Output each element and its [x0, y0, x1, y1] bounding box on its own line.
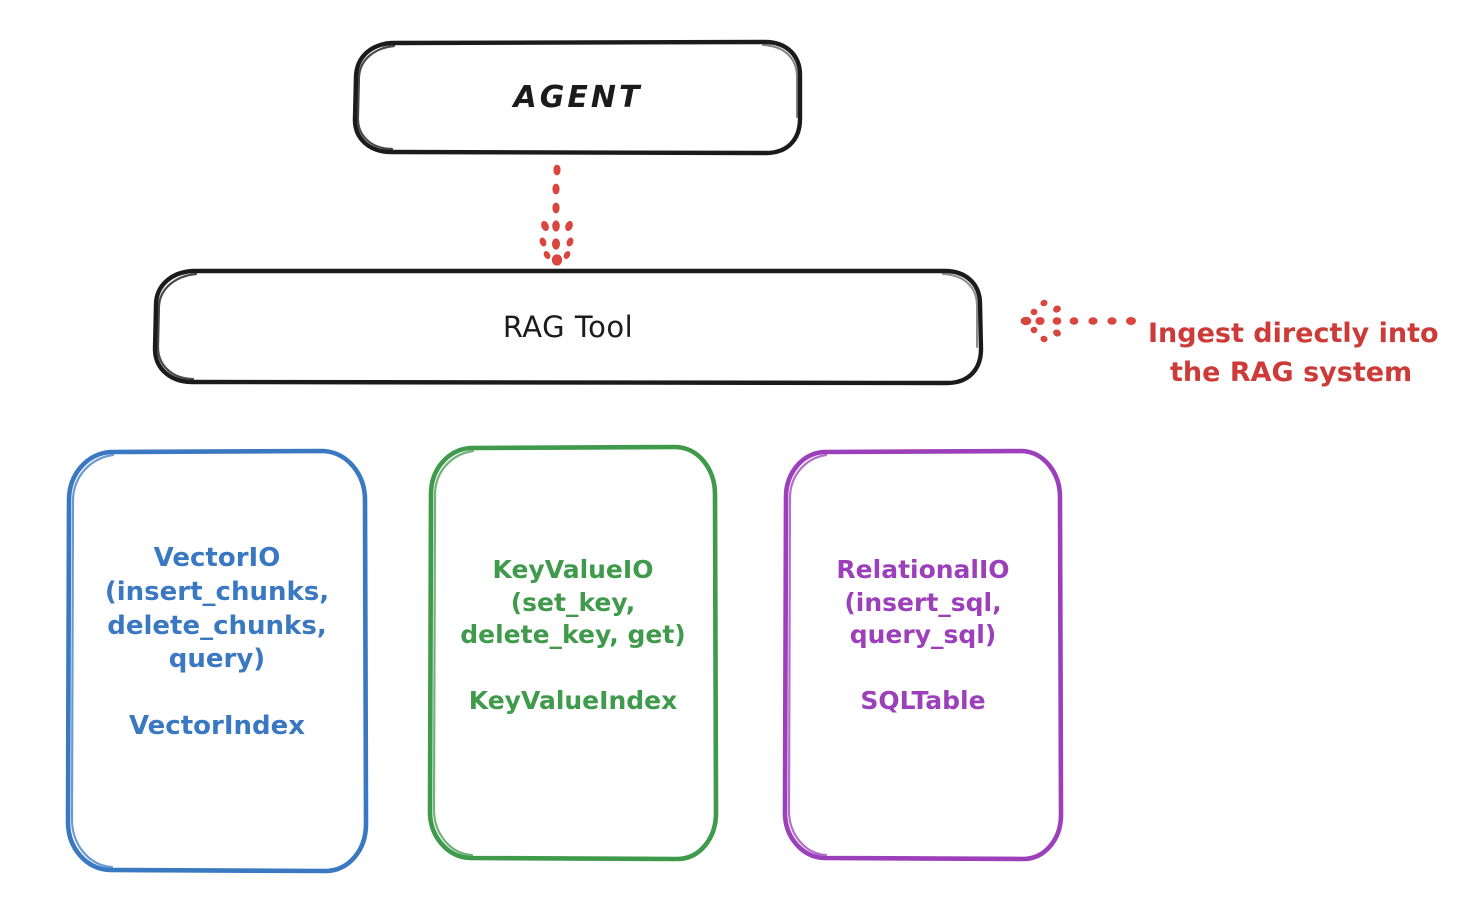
ingest-annotation-line-2: the RAG system [1170, 356, 1413, 388]
vector-index-label: VectorIndex [128, 711, 306, 742]
agent-box-outline [352, 39, 803, 156]
rag-tool-box-outline [152, 268, 984, 386]
key-value-index-label: KeyValueIndex [468, 685, 678, 715]
rag-tool-label: RAG Tool [502, 309, 634, 344]
vector-io-node[interactable]: VectorIO (insert_chunks, delete_chunks, … [68, 450, 366, 871]
sql-table-label: SQLTable [860, 685, 986, 715]
relational-io-box-outline [782, 448, 1064, 862]
relational-io-node[interactable]: RelationalIO (insert_sql, query_sql) SQL… [785, 450, 1061, 859]
ingest-to-rag-tool-arrow [1020, 299, 1136, 343]
rag-tool-node[interactable]: RAG Tool [155, 270, 981, 383]
key-value-io-api-label: KeyValueIO (set_key, delete_key, get) [460, 555, 686, 649]
vector-io-box-outline [65, 448, 369, 874]
key-value-io-box-outline [427, 444, 719, 862]
key-value-io-node[interactable]: KeyValueIO (set_key, delete_key, get) Ke… [430, 446, 716, 859]
vector-io-api-label: VectorIO (insert_chunks, delete_chunks, … [104, 543, 330, 675]
agent-to-rag-tool-arrow [539, 164, 574, 266]
ingest-annotation-line-1: Ingest directly into [1148, 318, 1439, 350]
agent-label: AGENT [513, 79, 643, 115]
ingest-annotation: Ingest directly into the RAG system [1148, 277, 1478, 430]
agent-node[interactable]: AGENT [355, 41, 801, 153]
relational-io-api-label: RelationalIO (insert_sql, query_sql) [836, 555, 1010, 649]
